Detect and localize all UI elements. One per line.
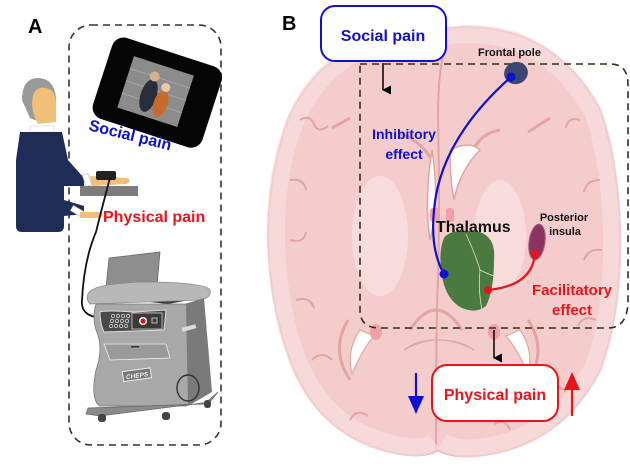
inhibitory-pathway: [432, 76, 512, 275]
participant-hand-lower: [80, 212, 103, 218]
physical-pain-box: [431, 364, 559, 422]
monitor-photo: [117, 56, 194, 127]
thalamus-inhibitory-node: [439, 269, 449, 279]
inhibitory-effect-label-1: Inhibitory: [372, 126, 436, 142]
device-vent-ring: [176, 374, 200, 402]
photo-person-1: [139, 79, 158, 112]
panel-a-label: A: [28, 16, 42, 38]
thermode-cable: [81, 177, 111, 319]
cheps-device: CHEPS: [85, 251, 219, 422]
interhemispheric-fissure: [435, 39, 449, 451]
physical-pain-box-label: Physical pain: [444, 387, 546, 404]
frontal-pole-node: [506, 72, 516, 82]
decrease-arrow: [408, 373, 424, 414]
device-brand-plate: CHEPS: [121, 367, 153, 383]
photo-person-2: [152, 90, 169, 118]
splenium: [403, 339, 475, 351]
increase-arrow: [564, 372, 580, 416]
thermode-probe: [96, 171, 116, 180]
facilitatory-pathway: [487, 253, 537, 292]
arm-rest: [80, 186, 138, 196]
participant-face: [32, 87, 56, 124]
posterior-insula-label-2: insula: [549, 226, 582, 238]
left-basal-ganglia: [352, 176, 408, 296]
thalamus-region: [440, 230, 495, 311]
device-brand-text: CHEPS: [126, 371, 150, 381]
facilitatory-effect-label-2: effect: [552, 302, 592, 319]
monitor: [92, 37, 223, 148]
posterior-insula-label-1: Posterior: [540, 212, 589, 224]
device-top-tray: [86, 281, 211, 305]
frontal-pole-label: Frontal pole: [478, 47, 541, 59]
device-drawer: [103, 343, 171, 361]
lateral-ventricles: [426, 144, 482, 241]
inhibitory-effect-label-2: effect: [385, 146, 423, 162]
social-pain-box-label: Social pain: [341, 28, 425, 45]
panel-a-physical-pain-label: Physical pain: [103, 209, 205, 226]
thalamus-label: Thalamus: [436, 219, 511, 236]
participant-body: [16, 132, 84, 232]
panel-b-label: B: [282, 13, 296, 35]
device-connector-ports: [109, 314, 130, 328]
panel-b-dashed-region: [359, 63, 629, 329]
panel-a-dashed-frame: [68, 24, 222, 446]
thalamus-facilitatory-node: [484, 286, 492, 294]
insula-node: [531, 250, 539, 258]
social-pain-box: [320, 5, 447, 62]
facilitatory-effect-label-1: Facilitatory: [532, 282, 613, 299]
